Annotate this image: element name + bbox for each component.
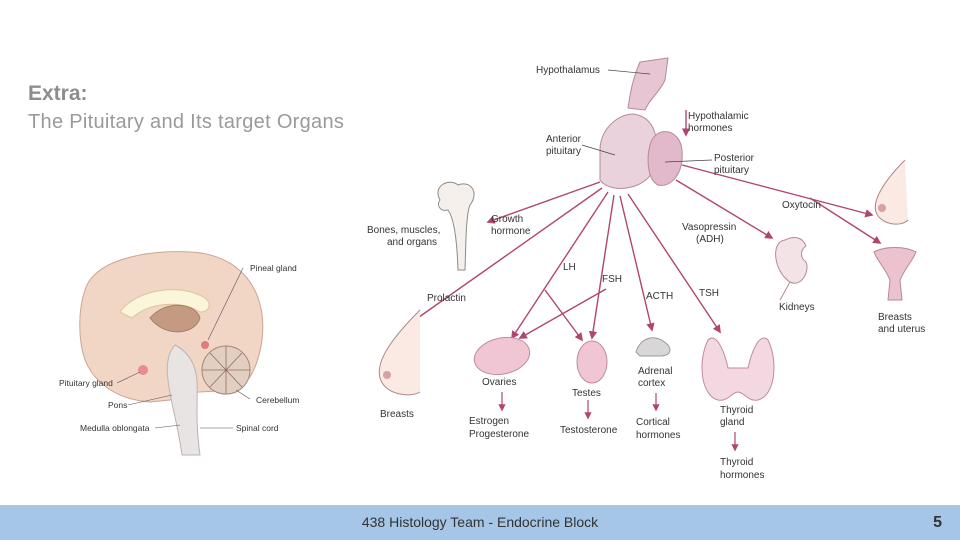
label-fsh: FSH (602, 274, 622, 285)
label-estrogen: Estrogen (469, 416, 509, 427)
arrow-tsh (627, 193, 721, 334)
label-anterior-pituitary-1: Anterior (546, 134, 582, 145)
arrow-vasopressin (675, 179, 774, 239)
label-adrenal-cortex-2: cortex (638, 378, 665, 389)
label-posterior-pituitary-1: Posterior (714, 153, 755, 164)
arrow-lh-testes (544, 289, 583, 342)
label-thyroid-hormones-2: hormones (720, 470, 764, 481)
label-pineal-gland: Pineal gland (250, 263, 297, 273)
corpus-callosum (119, 289, 210, 319)
label-testes: Testes (572, 388, 601, 399)
breast-shape-right (874, 159, 909, 225)
label-cortical-hormones-2: hormones (636, 430, 680, 441)
arrow-fsh-ovaries (518, 288, 607, 339)
thyroid-shape (701, 337, 775, 401)
arrow-oxytocin (681, 164, 874, 218)
label-thyroid-hormones-1: Thyroid (720, 457, 753, 468)
nipple-right (878, 204, 886, 212)
footer-bar: 438 Histology Team - Endocrine Block 5 (0, 505, 960, 540)
cerebellum-folia (202, 346, 250, 394)
title-line-1: Extra: (28, 82, 88, 105)
label-thyroid-gland-2: gland (720, 417, 744, 428)
label-pons: Pons (108, 400, 127, 410)
label-tsh: TSH (699, 288, 719, 299)
label-vasopressin-1: Vasopressin (682, 222, 736, 233)
thalamus (149, 304, 201, 333)
label-cortical-hormones-1: Cortical (636, 417, 670, 428)
posterior-pituitary-shape (647, 131, 683, 186)
label-growth-hormone-1: Growth (491, 214, 523, 225)
label-vasopressin-2: (ADH) (696, 234, 724, 245)
pineal-gland-dot (201, 341, 209, 349)
nipple-left (383, 371, 391, 379)
arrow-acth (619, 195, 655, 332)
title-line-2: The Pituitary and Its target Organs (28, 111, 345, 133)
label-acth: ACTH (646, 291, 673, 302)
label-spinal-cord: Spinal cord (236, 423, 279, 433)
label-progesterone: Progesterone (469, 429, 529, 440)
pituitary-target-organs-diagram: Hypothalamus Hypothalamic hormones Anter… (367, 57, 925, 481)
label-growth-hormone-2: hormone (491, 226, 531, 237)
label-bones-2: and organs (387, 237, 437, 248)
arrow-lh (511, 191, 609, 340)
label-cerebellum: Cerebellum (256, 395, 299, 405)
label-anterior-pituitary-2: pituitary (546, 146, 581, 157)
uterus-shape (873, 247, 917, 301)
hormone-arrows (410, 110, 882, 342)
hypothalamus-shape (627, 57, 669, 111)
secretion-arrows (498, 392, 739, 452)
testis-shape (576, 340, 608, 384)
page-number: 5 (933, 514, 942, 531)
label-prolactin: Prolactin (427, 293, 466, 304)
label-hypothalamus: Hypothalamus (536, 65, 600, 76)
pituitary-dot (138, 365, 148, 375)
label-pituitary-gland: Pituitary gland (59, 378, 113, 388)
label-bones-1: Bones, muscles, (367, 225, 440, 236)
adrenal-shape (635, 337, 671, 357)
bone-shape (437, 181, 475, 271)
pituitary-labels: Hypothalamus Hypothalamic hormones Anter… (367, 65, 925, 481)
arrow-oxytocin-uterus (809, 197, 882, 244)
brainstem (166, 344, 201, 456)
label-breasts: Breasts (380, 409, 414, 420)
label-testosterone: Testosterone (560, 425, 618, 436)
label-breasts-uterus-2: and uterus (878, 324, 925, 335)
label-adrenal-cortex-1: Adrenal (638, 366, 672, 377)
slide-title: Extra: The Pituitary and Its target Orga… (28, 80, 344, 137)
label-hypothalamic-hormones-1: Hypothalamic (688, 111, 749, 122)
label-posterior-pituitary-2: pituitary (714, 165, 749, 176)
kidney-shape (775, 237, 808, 284)
label-ovaries: Ovaries (482, 377, 516, 388)
ureter (779, 281, 791, 301)
label-lh: LH (563, 262, 576, 273)
arrow-growth-hormone (486, 181, 601, 224)
label-thyroid-gland-1: Thyroid (720, 405, 753, 416)
brain-labels: Pineal gland Pituitary gland Pons Cerebe… (59, 263, 299, 433)
label-kidneys: Kidneys (779, 302, 815, 313)
ovary-shape (473, 336, 531, 376)
footer-text: 438 Histology Team - Endocrine Block (361, 514, 599, 530)
brain-diagram: Pineal gland Pituitary gland Pons Cerebe… (59, 251, 299, 456)
arrow-fsh (588, 194, 615, 340)
arrow-prolactin (410, 187, 603, 323)
label-oxytocin: Oxytocin (782, 200, 821, 211)
breast-shape-left (378, 309, 421, 396)
label-breasts-uterus-1: Breasts (878, 312, 912, 323)
label-medulla-oblongata: Medulla oblongata (80, 423, 150, 433)
label-hypothalamic-hormones-2: hormones (688, 123, 732, 134)
